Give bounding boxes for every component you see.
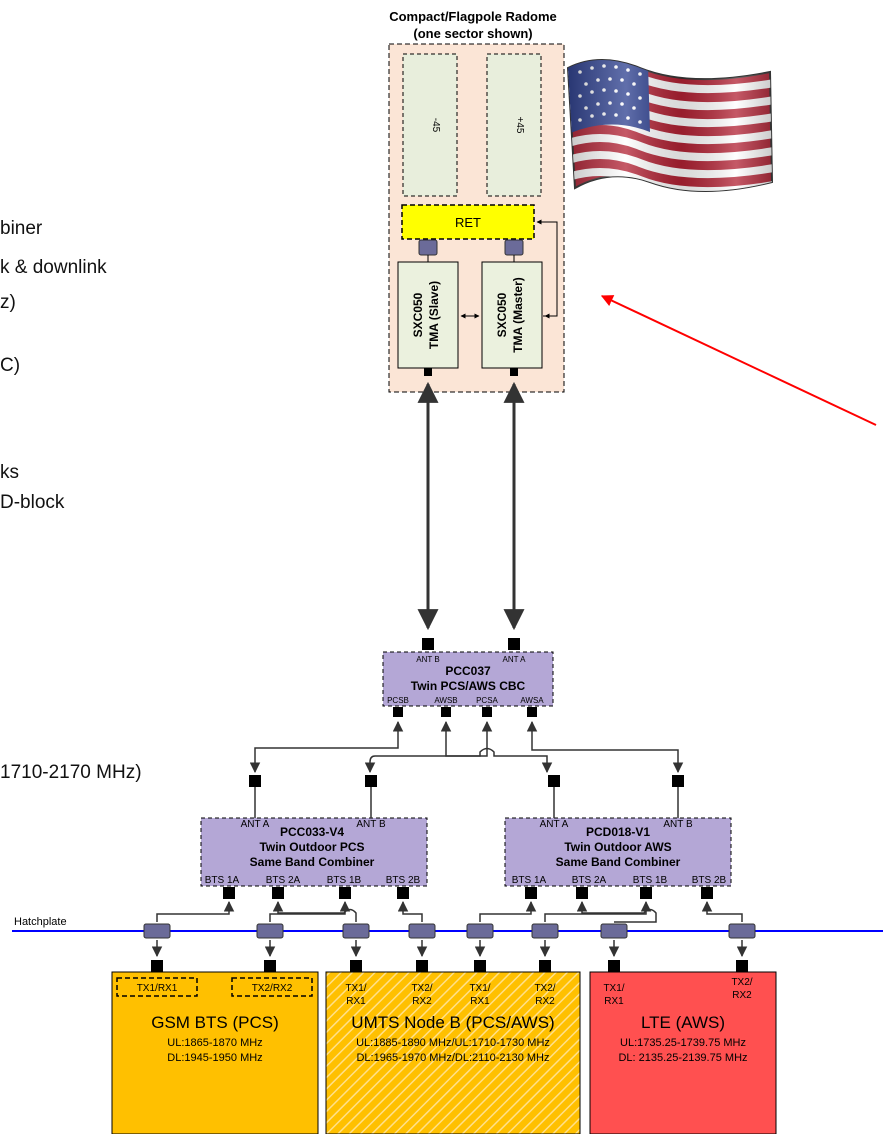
umts-port-1-l2: RX1 [346, 996, 366, 1007]
gsm-name: GSM BTS (PCS) [151, 1013, 279, 1032]
gsm-ul: UL:1865-1870 MHz [167, 1037, 262, 1049]
umts-port-4-l1: TX2/ [534, 983, 555, 994]
cbc-port-awsb: AWSB [434, 696, 457, 705]
lte-dl: DL: 2135.25-2139.75 MHz [618, 1052, 747, 1064]
cbc-ant-b-label: ANT B [416, 655, 439, 664]
lte-port-1-l1: TX1/ [603, 983, 624, 994]
tma-slave-port [424, 368, 432, 376]
pcs-port-bts1b: BTS 1B [327, 875, 362, 886]
gsm-bts-box [111, 971, 319, 1134]
cbc-box [382, 651, 554, 707]
aws-combiner-line3: Same Band Combiner [556, 855, 681, 869]
combiner-to-hatchplate-wiring [156, 900, 743, 923]
tma-slave-line2: TMA (Slave) [427, 281, 441, 349]
tma-master-line1: SXC050 [495, 292, 509, 337]
pcs-combiner-line3: Same Band Combiner [250, 855, 375, 869]
aws-ant-b-label: ANT B [663, 819, 693, 830]
ret-box [401, 204, 535, 240]
gsm-port-1 [116, 977, 198, 997]
gsm-port-1-label: TX1/RX1 [137, 983, 178, 994]
umts-port-2-l1: TX2/ [411, 983, 432, 994]
lte-port-2-l2: RX2 [732, 990, 752, 1001]
lte-ul: UL:1735.25-1739.75 MHz [620, 1037, 746, 1049]
side-text-7: 1710-2170 MHz) [0, 762, 142, 783]
hatchplate-to-bts-wiring [151, 940, 748, 958]
ret-label: RET [455, 215, 481, 230]
cbc-to-combiner-wiring [249, 720, 684, 774]
gsm-port-2-label: TX2/RX2 [252, 983, 293, 994]
tma-master-line2: TMA (Master) [511, 277, 525, 353]
pcs-ant-a-label: ANT A [241, 819, 270, 830]
aws-combiner-line2: Twin Outdoor AWS [564, 840, 671, 854]
cbc-port-pcsa: PCSA [476, 696, 498, 705]
cbc-port-pcsb: PCSB [387, 696, 409, 705]
antenna-element-minus45 [402, 53, 458, 197]
hatchplate-connectors [143, 923, 756, 939]
gsm-port-2 [231, 977, 313, 997]
tma-master [481, 261, 543, 369]
hatchplate-label: Hatchplate [14, 916, 67, 928]
lte-box [589, 971, 777, 1134]
ret-connector-left [418, 239, 438, 256]
us-flag-icon [566, 59, 774, 192]
tma-master-port [510, 368, 518, 376]
umts-port-3-l1: TX1/ [469, 983, 490, 994]
umts-port-4-l2: RX2 [535, 996, 555, 1007]
aws-combiner-box [504, 817, 732, 887]
pcs-combiner-name: PCC033-V4 [280, 825, 344, 839]
aws-port-bts1b: BTS 1B [633, 875, 668, 886]
umts-name: UMTS Node B (PCS/AWS) [351, 1013, 554, 1032]
antenna-element-minus45-label: -45 [430, 118, 441, 133]
antenna-element-plus45-label: +45 [514, 117, 525, 134]
cbc-name: PCC037 [445, 664, 491, 678]
umts-port-1-l1: TX1/ [345, 983, 366, 994]
pcs-combiner-box [200, 817, 428, 887]
aws-ant-a-label: ANT A [540, 819, 569, 830]
aws-port-bts2b: BTS 2B [692, 875, 727, 886]
pointer-arrow [600, 295, 877, 426]
umts-port-3-l2: RX1 [470, 996, 490, 1007]
cbc-ant-a-label: ANT A [503, 655, 527, 664]
pcs-port-bts2a: BTS 2A [266, 875, 301, 886]
radome-title-line1: Compact/Flagpole Radome [389, 9, 557, 24]
lte-name: LTE (AWS) [641, 1013, 725, 1032]
pcs-port-bts2b: BTS 2B [386, 875, 421, 886]
pcs-ant-b-label: ANT B [356, 819, 386, 830]
umts-ul: UL:1885-1890 MHz/UL:1710-1730 MHz [356, 1037, 550, 1049]
umts-port-2-l2: RX2 [412, 996, 432, 1007]
gsm-dl: DL:1945-1950 MHz [167, 1052, 262, 1064]
side-text-2: k & downlink [0, 257, 107, 278]
side-text-6: D-block [0, 492, 65, 513]
side-text-5: ks [0, 462, 19, 483]
cbc-subtitle: Twin PCS/AWS CBC [411, 679, 526, 693]
antenna-element-plus45 [486, 53, 542, 197]
lte-port-1-l2: RX1 [604, 996, 624, 1007]
side-text-4: C) [0, 355, 21, 376]
ret-connector-right [504, 239, 524, 256]
side-text-1: biner [0, 218, 43, 239]
tma-slave [397, 261, 459, 369]
pcs-combiner-line2: Twin Outdoor PCS [259, 840, 364, 854]
lte-port-2-l1: TX2/ [731, 977, 752, 988]
side-text-3: z) [0, 292, 16, 313]
aws-port-bts2a: BTS 2A [572, 875, 607, 886]
pcs-port-bts1a: BTS 1A [205, 875, 240, 886]
tma-slave-line1: SXC050 [411, 292, 425, 337]
radome-title-line2: (one sector shown) [413, 26, 532, 41]
umts-nodeb-box [325, 971, 581, 1134]
aws-port-bts1a: BTS 1A [512, 875, 547, 886]
cbc-port-awsa: AWSA [520, 696, 544, 705]
umts-dl: DL:1965-1970 MHz/DL:2110-2130 MHz [356, 1052, 549, 1064]
aws-combiner-name: PCD018-V1 [586, 825, 650, 839]
